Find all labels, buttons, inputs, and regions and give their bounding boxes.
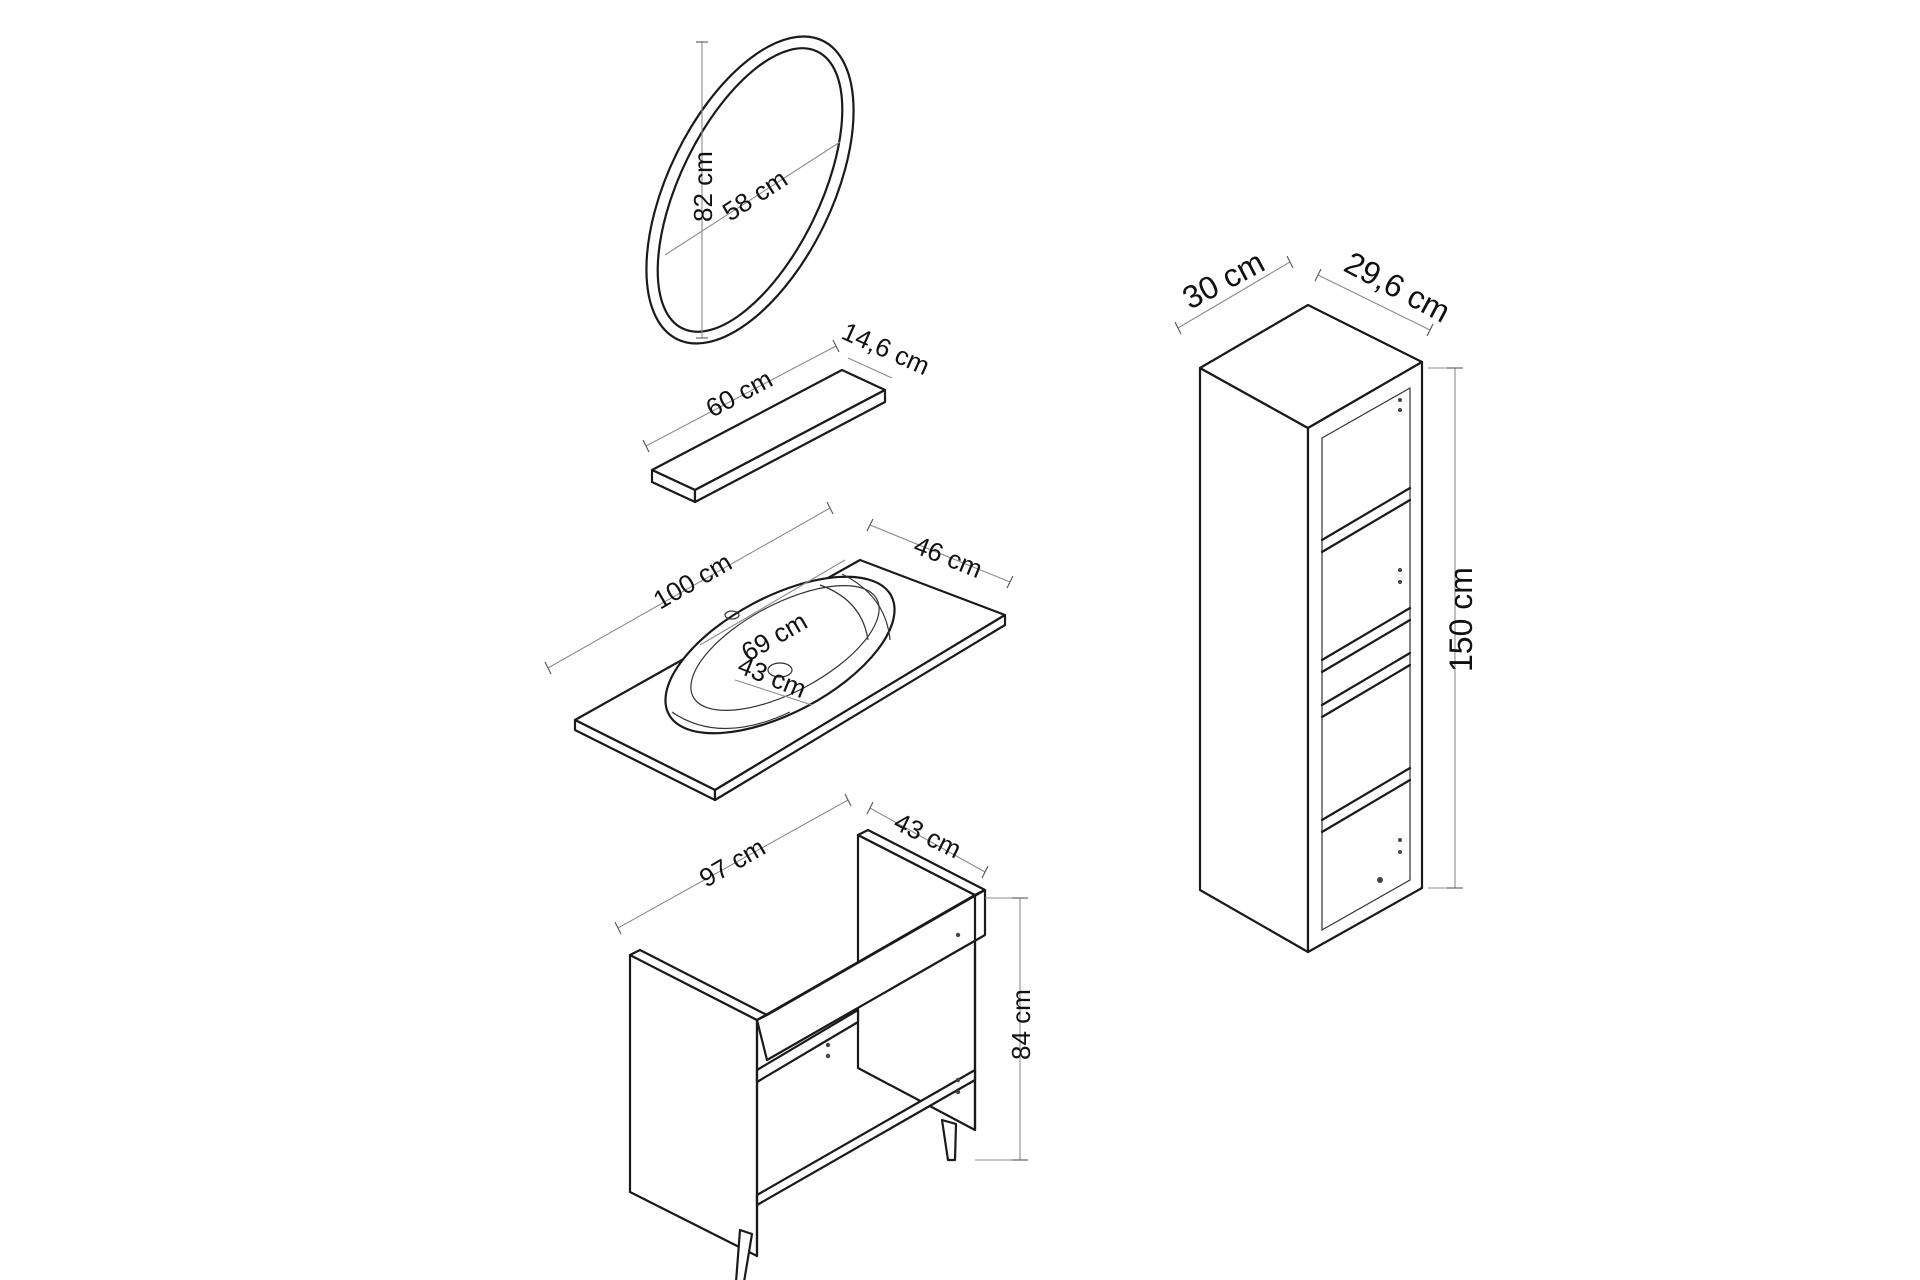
shelf-length-dimension-line [645, 345, 837, 447]
tall-shelf-2 [1320, 606, 1412, 662]
tall-shelf-1 [1320, 486, 1412, 542]
tall-cabinet-depth-label: 29,6 cm [1339, 244, 1456, 329]
shelf-depth-label: 14,6 cm [838, 316, 935, 381]
tall-cabinet-width-label: 30 cm [1176, 243, 1270, 316]
cabinet-leg-front [735, 1228, 754, 1280]
mirror-height-label: 82 cm [688, 151, 718, 222]
basin-width-dimension-line [734, 679, 813, 706]
cabinet-depth-dimension-line [869, 807, 986, 873]
tall-cabinet-depth-dimension-line [1317, 274, 1431, 331]
countertop-depth-label: 46 cm [910, 530, 987, 584]
wall-shelf: 60 cm 14,6 cm [642, 316, 935, 504]
cabinet-width-label: 97 cm [694, 832, 770, 893]
cabinet-height-label: 84 cm [1006, 989, 1036, 1060]
tall-cabinet-width-dimension-line [1177, 261, 1291, 329]
cabinet-width-dimension-line [617, 799, 849, 929]
mirror-width-label: 58 cm [717, 163, 793, 227]
cabinet-leg-back [940, 1118, 958, 1162]
countertop-length-label: 100 cm [648, 547, 737, 616]
basin-length-dimension-line [699, 559, 846, 646]
tall-shelf-4 [1320, 766, 1412, 822]
countertop-length-dimension-line [547, 507, 831, 669]
drain-icon [767, 662, 793, 678]
oval-basin [664, 573, 896, 735]
vanity-cabinet: 97 cm 43 cm 84 cm [614, 793, 1036, 1280]
tall-open-cabinet: 30 cm 29,6 cm 150 cm [1174, 243, 1479, 954]
tap-hole-icon [724, 610, 740, 620]
tall-shelf-3 [1320, 651, 1412, 707]
shelf-depth-dimension-line [847, 357, 893, 379]
countertop-with-basin: 100 cm 46 cm 69 cm 43 cm [544, 501, 1014, 802]
countertop-depth-dimension-line [869, 524, 1011, 583]
mirror-width-dimension-line [664, 141, 841, 256]
tall-cabinet-height-label: 150 cm [1443, 567, 1479, 672]
